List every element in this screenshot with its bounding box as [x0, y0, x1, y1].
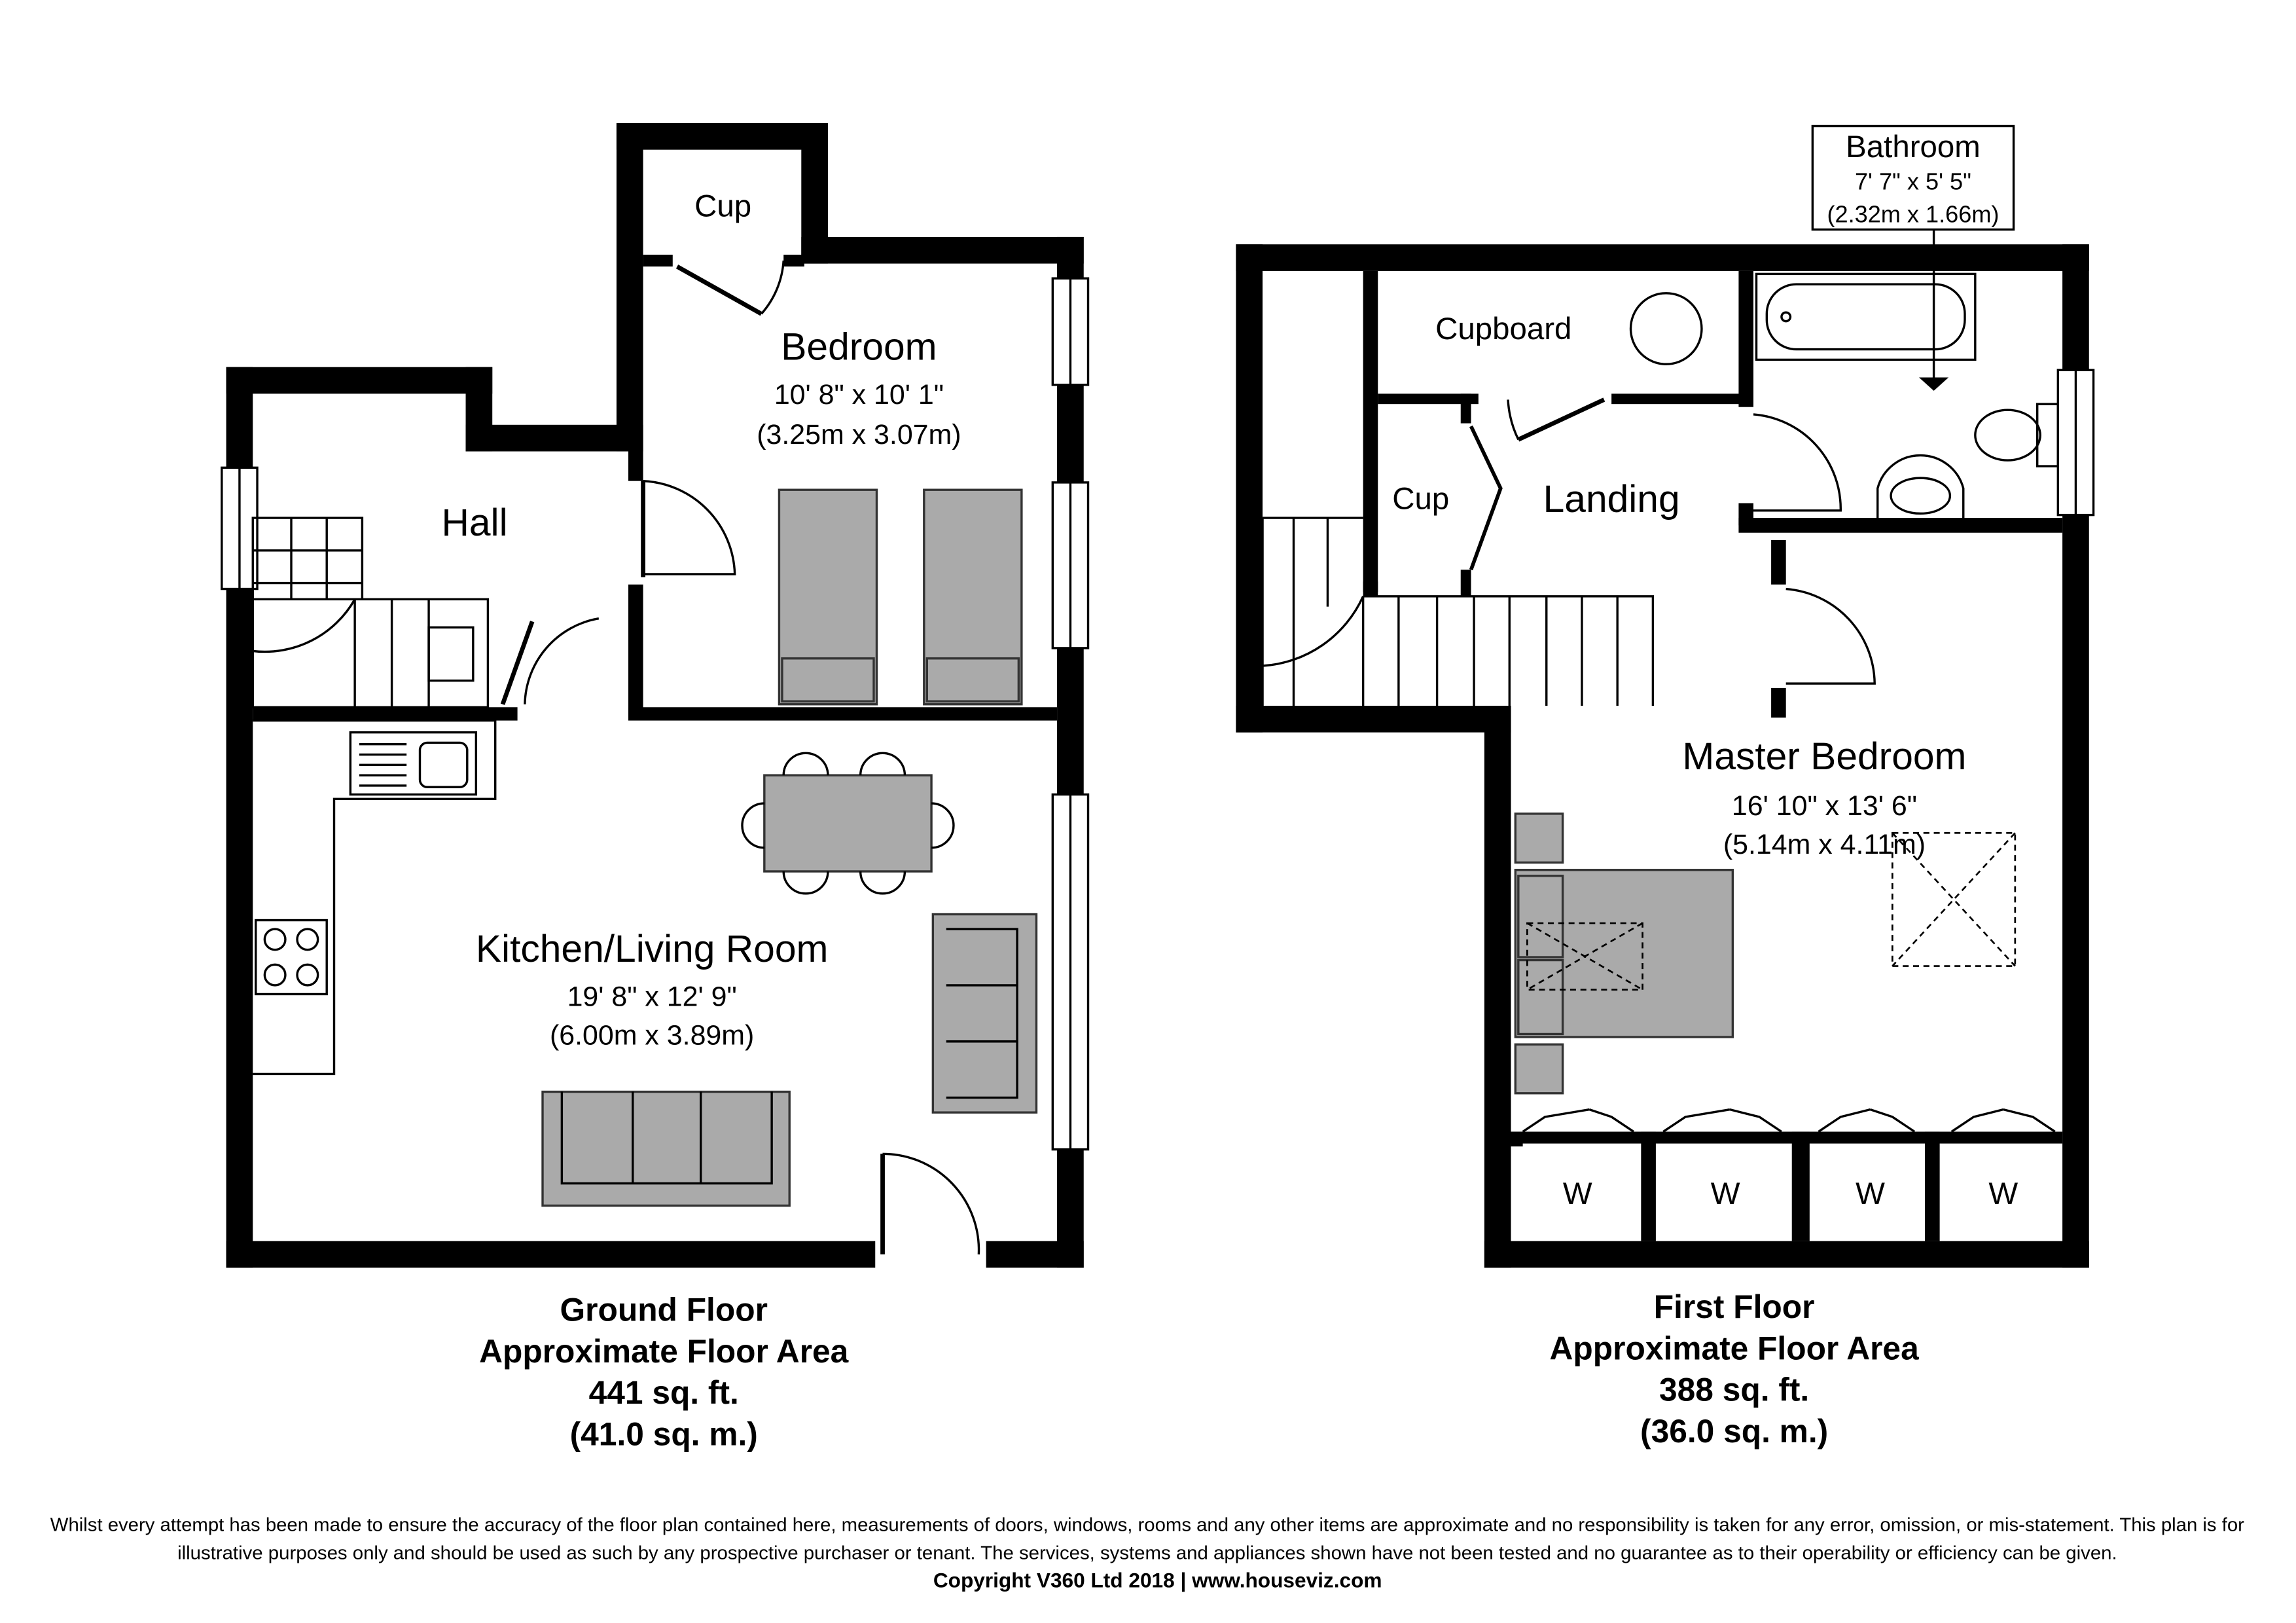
- floor-area-label: Approximate Floor Area: [479, 1333, 849, 1370]
- footer: Whilst every attempt has been made to en…: [50, 1514, 2244, 1592]
- ground-floor-summary: Ground Floor Approximate Floor Area 441 …: [479, 1292, 849, 1453]
- ground-floor-labels: Cup Bedroom 10' 8" x 10' 1" (3.25m x 3.0…: [442, 189, 961, 1051]
- room-label-bedroom: Bedroom: [781, 325, 937, 368]
- room-dim-metric-bathroom: (2.32m x 1.66m): [1827, 200, 1999, 227]
- first-floor-furniture: [1514, 812, 2017, 1095]
- first-floor-windows: [2056, 369, 2095, 517]
- wardrobe-label: W: [1711, 1176, 1740, 1211]
- room-label-cup: Cup: [1392, 482, 1449, 517]
- room-dim-imperial-bathroom: 7' 7" x 5' 5": [1855, 168, 1971, 195]
- floor-area-sqm: (36.0 sq. m.): [1640, 1413, 1828, 1450]
- copyright: Copyright V360 Ltd 2018 | www.houseviz.c…: [933, 1568, 1382, 1592]
- first-floor-walls: [1236, 244, 2089, 1268]
- first-floor-summary: First Floor Approximate Floor Area 388 s…: [1550, 1288, 1920, 1450]
- floor-area-label: Approximate Floor Area: [1550, 1330, 1920, 1366]
- first-floor-doors: [1469, 397, 2056, 1133]
- bathroom-callout: Bathroom 7' 7" x 5' 5" (2.32m x 1.66m): [1811, 124, 2015, 391]
- room-label-landing: Landing: [1543, 478, 1680, 520]
- floor-title: Ground Floor: [560, 1292, 768, 1328]
- room-dim-metric-kitchen-living: (6.00m x 3.89m): [550, 1019, 754, 1051]
- wardrobe-label: W: [1988, 1176, 2018, 1211]
- bathroom-fixtures: [1629, 272, 2060, 524]
- room-label-hall: Hall: [442, 501, 508, 544]
- wardrobe-label: W: [1563, 1176, 1592, 1211]
- room-label-master-bedroom: Master Bedroom: [1682, 735, 1966, 778]
- arrow-down-icon: [1918, 377, 1949, 391]
- room-label-cupboard: Cupboard: [1435, 312, 1571, 346]
- disclaimer-line-2: illustrative purposes only and should be…: [177, 1542, 2117, 1563]
- ground-floor-plan: Cup Bedroom 10' 8" x 10' 1" (3.25m x 3.0…: [221, 123, 1090, 1453]
- floor-area-sqft: 388 sq. ft.: [1659, 1372, 1809, 1408]
- room-label-cup: Cup: [694, 189, 751, 223]
- room-label-kitchen-living: Kitchen/Living Room: [476, 928, 829, 970]
- first-floor-plan: Bathroom 7' 7" x 5' 5" (2.32m x 1.66m) C…: [1236, 124, 2095, 1450]
- floor-area-sqm: (41.0 sq. m.): [570, 1415, 758, 1452]
- room-dim-imperial-kitchen-living: 19' 8" x 12' 9": [567, 981, 737, 1013]
- room-dim-metric-master-bedroom: (5.14m x 4.11m): [1723, 829, 1926, 860]
- ground-floor-stairs: [251, 517, 490, 708]
- disclaimer-line-1: Whilst every attempt has been made to en…: [50, 1514, 2244, 1535]
- room-dim-imperial-master-bedroom: 16' 10" x 13' 6": [1732, 790, 1917, 822]
- floor-title: First Floor: [1654, 1288, 1815, 1325]
- first-floor-labels: Cupboard Cup Landing Master Bedroom 16' …: [1392, 312, 2018, 1211]
- ground-floor-walls: [226, 123, 1084, 1268]
- ground-floor-windows: [221, 277, 1090, 1151]
- wardrobe-label: W: [1856, 1176, 1885, 1211]
- floor-area-sqft: 441 sq. ft.: [589, 1374, 739, 1411]
- room-dim-imperial-bedroom: 10' 8" x 10' 1": [774, 379, 944, 410]
- kitchen-fittings: [253, 719, 497, 1076]
- room-dim-metric-bedroom: (3.25m x 3.07m): [757, 419, 961, 450]
- first-floor-stairs: [1261, 517, 1655, 706]
- room-label-bathroom: Bathroom: [1846, 130, 1981, 164]
- ground-floor-furniture: [541, 488, 1038, 1207]
- ground-floor-doors: [500, 260, 980, 1255]
